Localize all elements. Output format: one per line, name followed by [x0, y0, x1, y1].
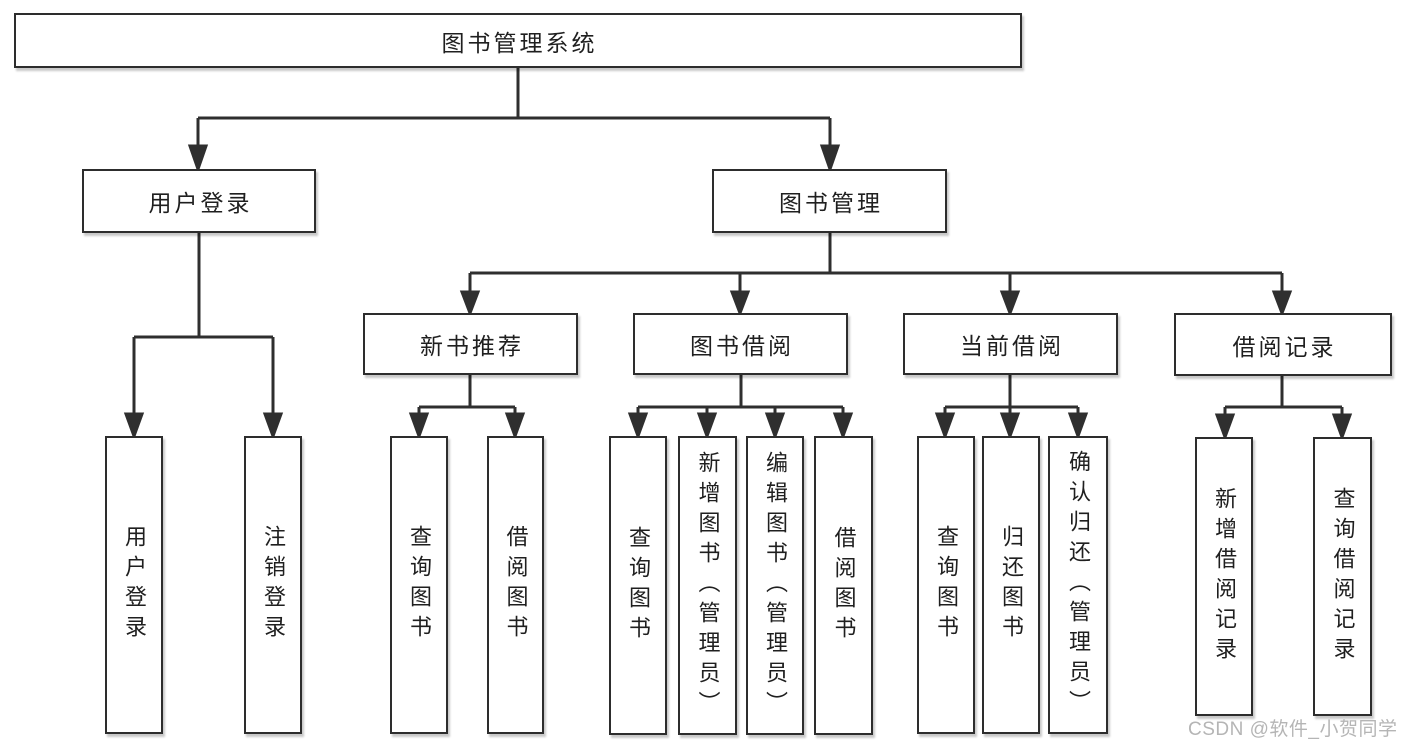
arrowhead-newbook-leaf-2: [504, 412, 526, 441]
arrowhead-book-mgmt: [819, 144, 841, 174]
node-user-login-label: 用户登录: [148, 190, 253, 216]
node-borrow-label: 图书借阅: [690, 333, 794, 359]
connector-current-split: [943, 375, 1080, 418]
leaf-records-query: 查询借阅记录: [1313, 437, 1372, 716]
node-current-label: 当前借阅: [960, 333, 1064, 359]
node-book-mgmt: 图书管理: [712, 169, 947, 233]
leaf-label: 借阅图书: [503, 525, 529, 645]
node-new-book-label: 新书推荐: [420, 333, 524, 359]
leaf-borrow-borrow: 借阅图书: [814, 436, 873, 735]
arrowhead-borrow-leaf-3: [764, 412, 786, 441]
leaf-label: 新增借阅记录: [1212, 486, 1237, 667]
leaf-label: 用户登录: [122, 525, 147, 645]
leaf-current-query: 查询图书: [917, 436, 975, 734]
leaf-label: 查询图书: [934, 525, 959, 645]
arrowhead-new-book: [459, 290, 481, 318]
connector-root-split: [196, 67, 832, 150]
leaf-label: 编辑图书（管理员）: [763, 450, 788, 721]
arrowhead-records-leaf-2: [1331, 413, 1353, 442]
leaf-user-login: 用户登录: [105, 436, 163, 734]
arrowhead-records: [1271, 290, 1293, 318]
arrowhead-leaf-logout: [262, 412, 284, 441]
leaf-newbook-query: 查询图书: [390, 436, 448, 734]
arrowhead-borrow-leaf-4: [832, 412, 854, 441]
node-root-system: 图书管理系统: [14, 13, 1022, 68]
arrowhead-newbook-leaf-1: [408, 412, 430, 441]
node-user-login: 用户登录: [82, 169, 316, 233]
leaf-borrow-add: 新增图书（管理员）: [678, 436, 737, 735]
arrowhead-current-leaf-1: [934, 412, 956, 441]
node-current: 当前借阅: [903, 313, 1118, 375]
leaf-current-return: 归还图书: [982, 436, 1040, 734]
leaf-label: 确认归还（管理员）: [1066, 450, 1091, 720]
arrowhead-current: [999, 290, 1021, 318]
node-new-book: 新书推荐: [363, 313, 578, 375]
leaf-label: 借阅图书: [831, 525, 857, 646]
leaf-current-confirm: 确认归还（管理员）: [1048, 436, 1108, 734]
node-records-label: 借阅记录: [1232, 333, 1337, 360]
connector-new-book-split: [417, 375, 517, 418]
node-records: 借阅记录: [1174, 313, 1392, 376]
arrowhead-leaf-login: [123, 412, 145, 441]
leaf-borrow-query: 查询图书: [609, 436, 667, 735]
node-book-mgmt-label: 图书管理: [779, 190, 883, 216]
leaf-label: 归还图书: [999, 525, 1024, 645]
connector-book-mgmt-split: [468, 233, 1284, 295]
node-borrow: 图书借阅: [633, 313, 848, 375]
arrowhead-user-login: [187, 144, 209, 174]
connector-user-login-split: [132, 233, 275, 418]
leaf-label: 查询借阅记录: [1330, 486, 1356, 667]
arrowhead-borrow-leaf-2: [696, 412, 718, 441]
leaf-label: 新增图书（管理员）: [695, 450, 721, 721]
arrowhead-current-leaf-2: [999, 412, 1021, 441]
leaf-newbook-borrow: 借阅图书: [487, 436, 544, 734]
leaf-label: 查询图书: [626, 525, 651, 646]
connector-borrow-split: [636, 375, 845, 418]
arrowhead-borrow-leaf-1: [627, 412, 649, 441]
leaf-records-add: 新增借阅记录: [1195, 437, 1253, 716]
arrowhead-records-leaf-1: [1214, 413, 1236, 442]
leaf-logout: 注销登录: [244, 436, 302, 734]
arrowhead-borrow: [729, 290, 751, 318]
connector-records-split: [1223, 376, 1344, 419]
leaf-label: 查询图书: [407, 525, 432, 645]
arrowhead-current-leaf-3: [1067, 412, 1089, 441]
leaf-label: 注销登录: [261, 525, 286, 645]
csdn-watermark: CSDN @软件_小贺同学: [1188, 719, 1398, 740]
node-root-label: 图书管理系统: [441, 29, 598, 56]
leaf-borrow-edit: 编辑图书（管理员）: [746, 436, 804, 735]
